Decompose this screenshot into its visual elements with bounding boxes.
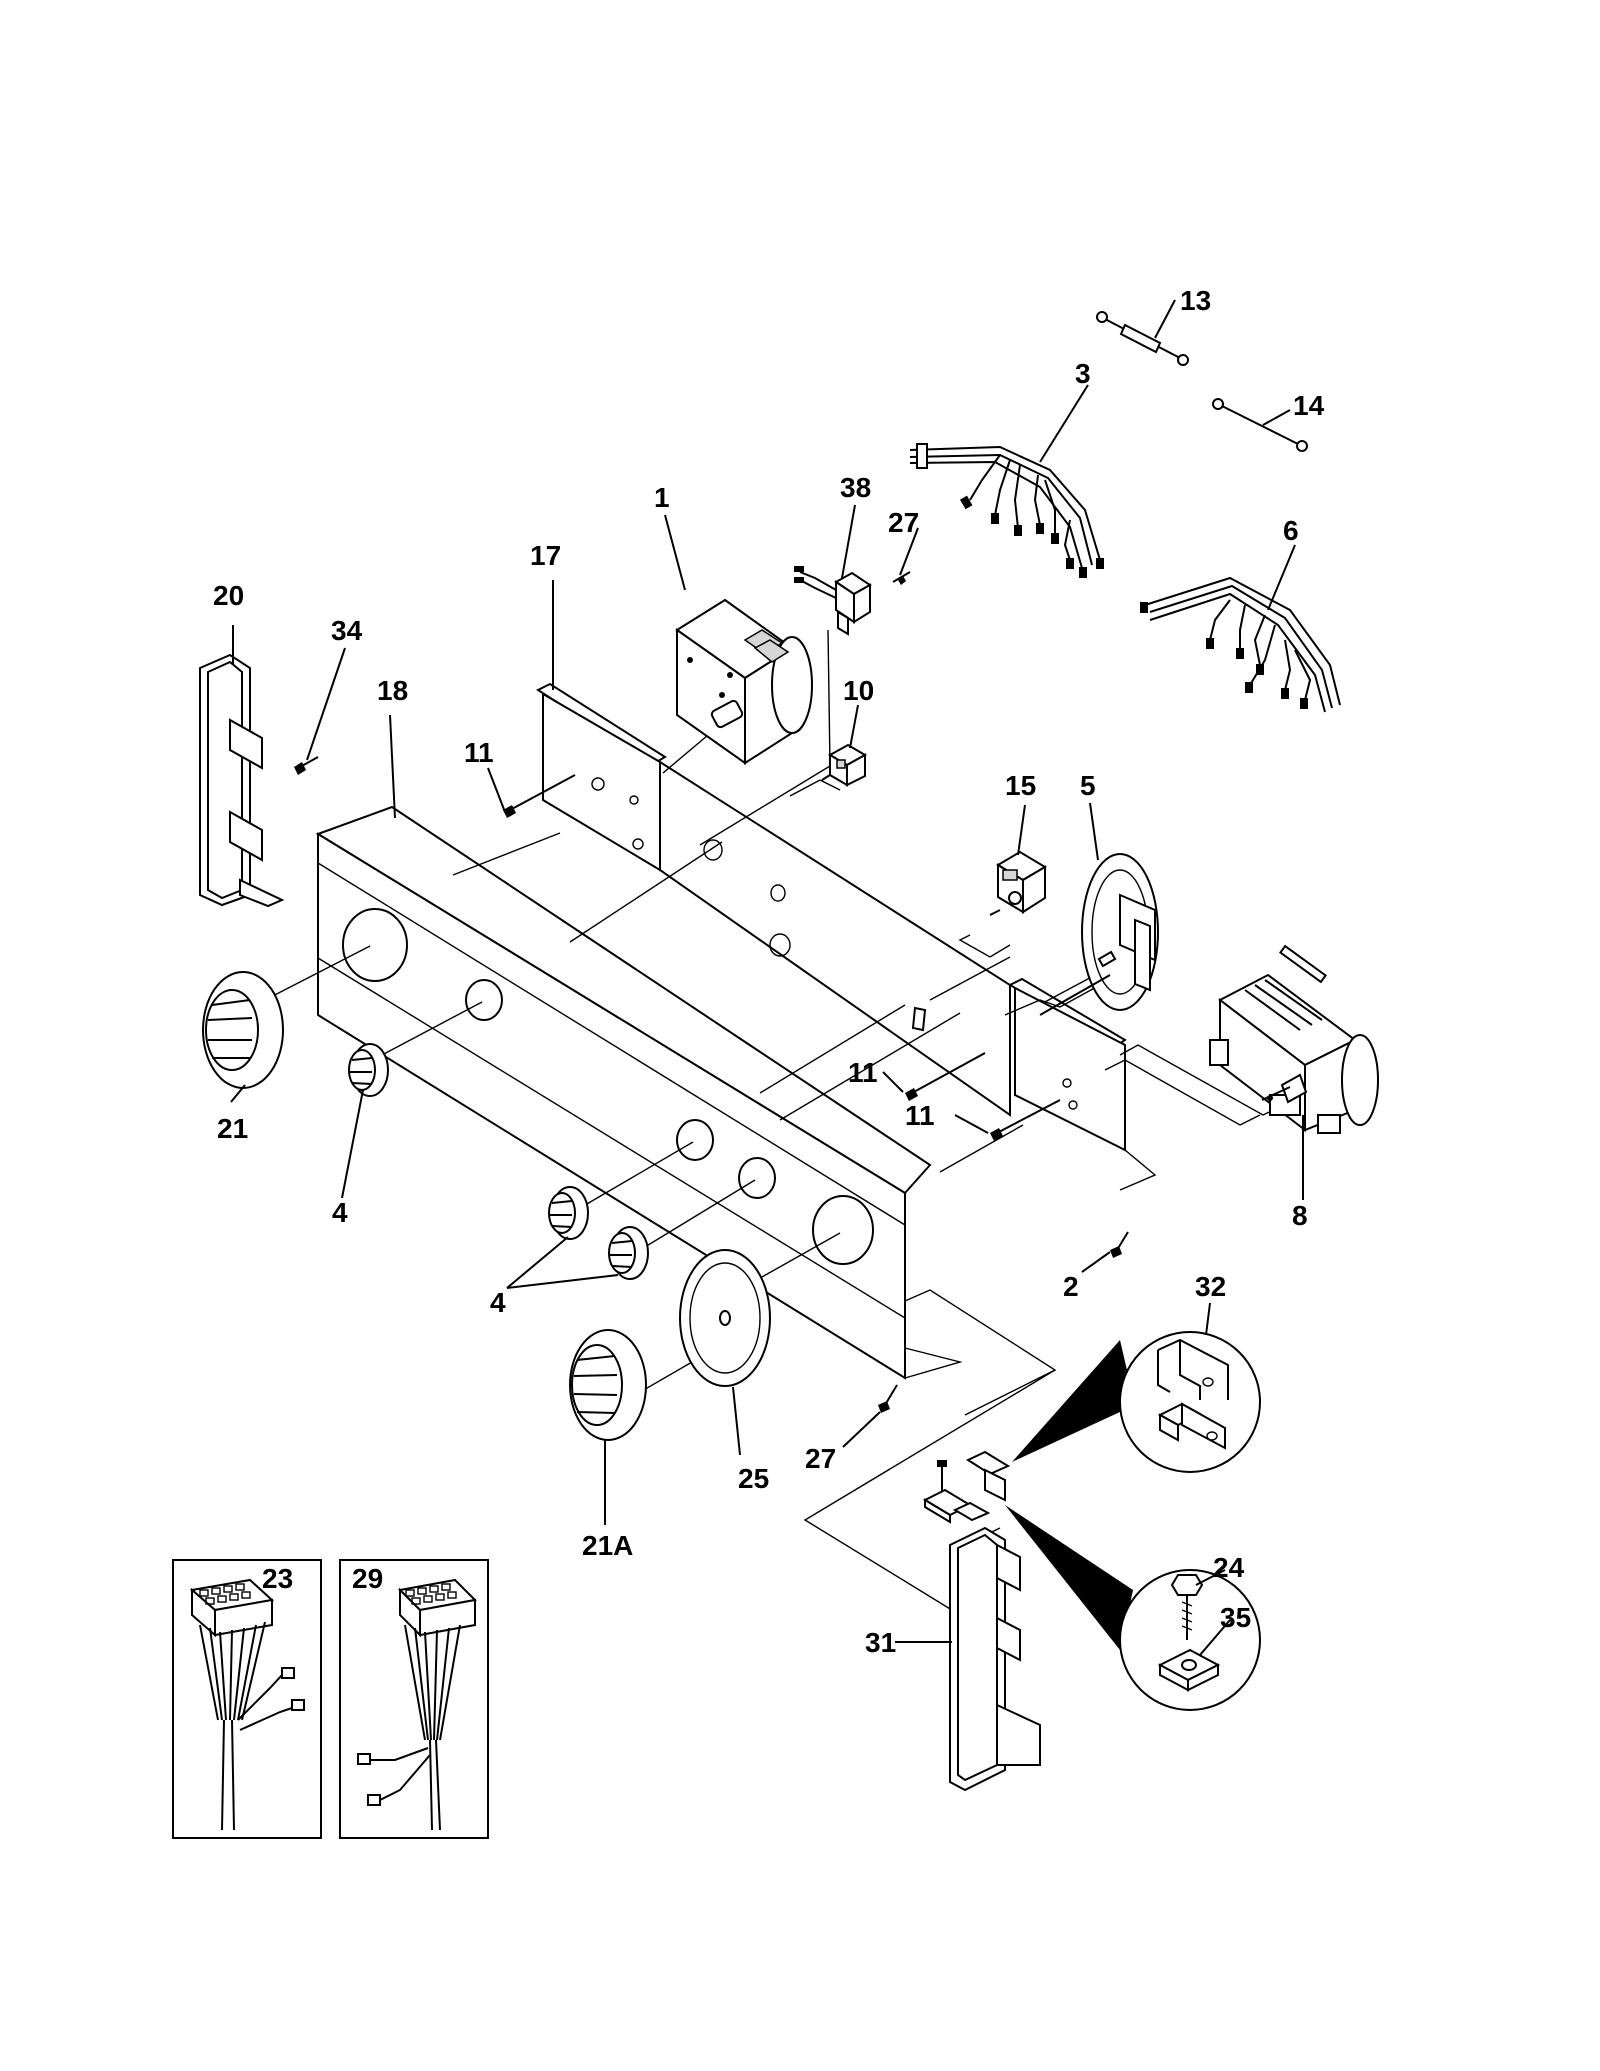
screw-2 — [1110, 1231, 1129, 1258]
callout-11-top: 11 — [464, 737, 494, 768]
inset-harness-23 — [172, 1559, 322, 1839]
callout-21A: 21A — [582, 1530, 633, 1561]
knob-4-upper — [348, 1043, 389, 1097]
detail-view-24-35 — [1005, 1505, 1261, 1711]
callout-35: 35 — [1220, 1602, 1251, 1633]
callout-10: 10 — [843, 675, 874, 706]
screw-11-top — [503, 774, 576, 818]
callout-15: 15 — [1005, 770, 1036, 801]
nut-35-small — [922, 1488, 991, 1524]
callout-13: 13 — [1180, 285, 1211, 316]
callout-14: 14 — [1293, 390, 1325, 421]
switch-15 — [989, 850, 1047, 916]
screw-34 — [294, 756, 319, 775]
control-bracket — [535, 682, 1157, 1191]
end-cap-left — [199, 653, 285, 908]
callout-4-lower: 4 — [490, 1287, 506, 1318]
wire-harness-6 — [1140, 576, 1341, 713]
callout-4-upper: 4 — [332, 1197, 348, 1228]
screw-27-lower — [878, 1384, 898, 1413]
callout-8: 8 — [1292, 1200, 1308, 1231]
detail-view-32 — [1012, 1331, 1261, 1473]
leader-lines — [230, 299, 1304, 1656]
selector-switch — [1209, 944, 1379, 1134]
callout-labels: 1 2 3 4 4 5 6 8 10 11 11 11 13 14 15 17 … — [213, 285, 1325, 1658]
timer — [675, 598, 813, 765]
callout-11-mid: 11 — [848, 1057, 878, 1088]
panel-hole-4 — [738, 1157, 776, 1199]
callout-3: 3 — [1075, 358, 1091, 389]
panel-hole-5 — [812, 1195, 874, 1265]
switch-38 — [794, 566, 911, 636]
pressure-switch — [1039, 853, 1159, 1016]
panel-hole-3 — [676, 1119, 714, 1161]
dial-skirt-25 — [679, 1249, 771, 1387]
callout-38: 38 — [840, 472, 871, 503]
callout-24: 24 — [1213, 1552, 1245, 1583]
callout-5: 5 — [1080, 770, 1096, 801]
console-panel — [315, 805, 963, 1380]
callout-11-low: 11 — [905, 1100, 935, 1131]
inset-harness-29 — [339, 1559, 489, 1839]
callout-29: 29 — [352, 1563, 383, 1594]
callout-27-upper: 27 — [888, 507, 919, 538]
knob-4-lower-a — [548, 1186, 589, 1240]
jumper-wire-13 — [1096, 311, 1189, 366]
end-cap-right — [949, 1526, 1041, 1792]
callout-23: 23 — [262, 1563, 293, 1594]
knob-21 — [202, 971, 284, 1089]
callout-2: 2 — [1063, 1271, 1079, 1302]
callout-6: 6 — [1283, 515, 1299, 546]
callout-1: 1 — [654, 482, 670, 513]
callout-34: 34 — [331, 615, 363, 646]
callout-32: 32 — [1195, 1271, 1226, 1302]
callout-27-lower: 27 — [805, 1443, 836, 1474]
callout-20: 20 — [213, 580, 244, 611]
panel-hole-1 — [342, 908, 408, 982]
jumper-wire-14 — [1212, 398, 1308, 452]
callout-18: 18 — [377, 675, 408, 706]
callout-25: 25 — [738, 1463, 769, 1494]
callout-31: 31 — [865, 1627, 896, 1658]
knob-4-lower-b — [608, 1226, 649, 1280]
panel-hole-2 — [465, 979, 503, 1021]
clip-32-small — [965, 1450, 1011, 1502]
screw-11-mid — [905, 1052, 986, 1101]
callout-17: 17 — [530, 540, 561, 571]
wire-harness-3 — [909, 443, 1104, 578]
switch-10 — [821, 743, 868, 787]
knob-21A — [569, 1329, 647, 1441]
callout-21: 21 — [217, 1113, 248, 1144]
screw-11-low — [990, 1099, 1061, 1141]
